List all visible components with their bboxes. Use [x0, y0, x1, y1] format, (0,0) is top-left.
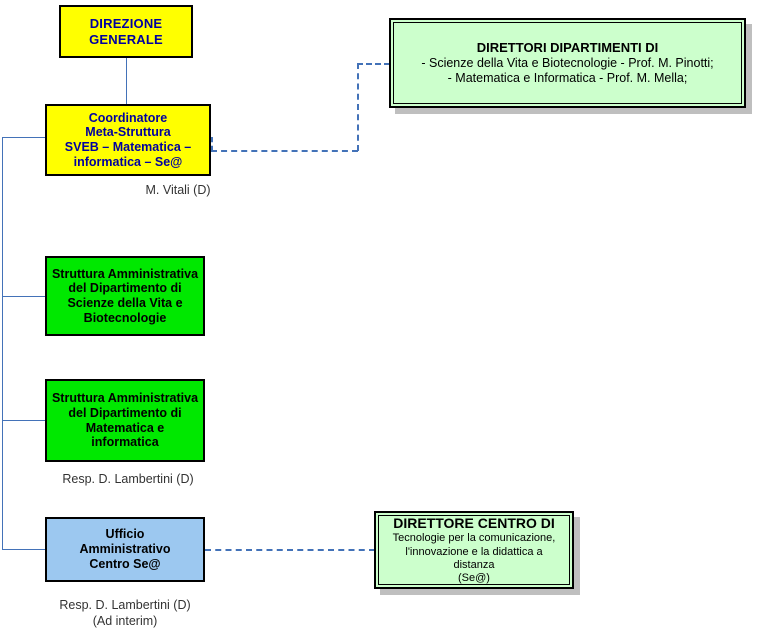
- direttore-centro-line3: (Se@): [458, 571, 490, 584]
- struttura-matematica-line1: Struttura Amministrativa: [51, 391, 199, 405]
- connector-left-trunk: [2, 137, 3, 549]
- node-struttura-sveb[interactable]: Struttura Amministrativa del Dipartiment…: [45, 256, 205, 336]
- connector-dashed-to-direttori: [357, 63, 390, 65]
- coordinatore-line3: SVEB – Matematica –: [64, 140, 192, 154]
- connector-branch-struttura-matematica: [2, 420, 45, 421]
- struttura-matematica-line4: informatica: [91, 435, 159, 450]
- direttore-centro-line1: Tecnologie per la comunicazione,: [392, 532, 556, 545]
- direzione-generale-line2: GENERALE: [89, 31, 163, 47]
- struttura-sveb-line2: del Dipartimento di: [68, 281, 182, 296]
- coordinatore-line2: Meta-Struttura: [85, 125, 171, 140]
- ufficio-centro-line1: Ufficio: [105, 527, 145, 542]
- direzione-generale-line1: DIREZIONE: [89, 16, 163, 32]
- connector-branch-struttura-sveb: [2, 296, 45, 297]
- node-struttura-sveb-text: Struttura Amministrativa del Dipartiment…: [47, 267, 203, 326]
- caption-ufficio-centro: Resp. D. Lambertini (D) (Ad interim): [59, 598, 191, 628]
- node-direttore-centro[interactable]: DIRETTORE CENTRO DI Tecnologie per la co…: [374, 511, 574, 589]
- struttura-matematica-line2: del Dipartimento di: [68, 405, 182, 420]
- connector-direzione-to-coordinatore: [126, 58, 127, 104]
- node-struttura-matematica-text: Struttura Amministrativa del Dipartiment…: [47, 391, 203, 450]
- node-coordinatore[interactable]: Coordinatore Meta-Struttura SVEB – Matem…: [45, 104, 211, 176]
- node-coordinatore-text: Coordinatore Meta-Struttura SVEB – Matem…: [47, 111, 209, 170]
- node-ufficio-centro[interactable]: Ufficio Amministrativo Centro Se@: [45, 517, 205, 582]
- node-direttore-centro-text: DIRETTORE CENTRO DI Tecnologie per la co…: [376, 515, 572, 585]
- node-struttura-matematica[interactable]: Struttura Amministrativa del Dipartiment…: [45, 379, 205, 462]
- direttori-line2: - Matematica e Informatica - Prof. M. Me…: [447, 71, 688, 86]
- node-direzione-generale[interactable]: DIREZIONE GENERALE: [59, 5, 193, 58]
- struttura-sveb-line1: Struttura Amministrativa: [51, 266, 199, 281]
- caption-coordinatore: M. Vitali (D): [145, 183, 211, 197]
- connector-branch-ufficio-centro: [2, 549, 45, 550]
- coordinatore-line1: Coordinatore: [88, 110, 168, 125]
- ufficio-centro-line2: Amministrativo: [79, 542, 171, 557]
- connector-dashed-ufficio-to-direttore: [205, 549, 375, 551]
- node-direttori-dipartimenti[interactable]: DIRETTORI DIPARTIMENTI DI - Scienze dell…: [389, 18, 746, 108]
- direttori-line1: - Scienze della Vita e Biotecnologie - P…: [421, 56, 714, 71]
- node-direzione-generale-text: DIREZIONE GENERALE: [61, 16, 191, 47]
- direttore-centro-line2: l'innovazione e la didattica a distanza: [405, 545, 543, 571]
- connector-dashed-riser: [357, 63, 359, 151]
- direttore-centro-title: DIRETTORE CENTRO DI: [393, 514, 555, 531]
- ufficio-centro-line3: Centro Se@: [89, 556, 161, 571]
- coordinatore-line4: informatica – Se@: [73, 154, 183, 169]
- caption-struttura-matematica: Resp. D. Lambertini (D): [62, 472, 194, 486]
- node-ufficio-centro-text: Ufficio Amministrativo Centro Se@: [47, 527, 203, 571]
- connector-dashed-coordinatore-horizontal: [211, 150, 358, 152]
- connector-coordinatore-left-stub: [2, 137, 45, 138]
- connector-dashed-coordinatore-step: [211, 137, 213, 151]
- direttori-title: DIRETTORI DIPARTIMENTI DI: [476, 40, 659, 56]
- struttura-sveb-line4: Biotecnologie: [83, 310, 167, 325]
- node-direttori-dipartimenti-text: DIRETTORI DIPARTIMENTI DI - Scienze dell…: [391, 40, 744, 86]
- struttura-sveb-line3: Scienze della Vita e: [67, 296, 183, 310]
- struttura-matematica-line3: Matematica e: [85, 420, 165, 435]
